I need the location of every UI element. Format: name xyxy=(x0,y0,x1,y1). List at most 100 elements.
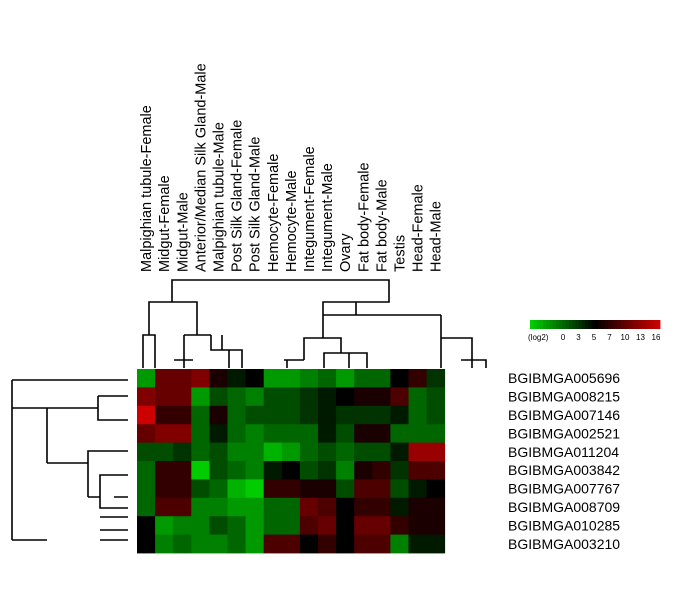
heatmap-cell xyxy=(155,387,174,407)
heatmap-cell xyxy=(173,369,192,388)
heatmap-cell xyxy=(155,442,174,462)
heatmap-cell xyxy=(173,424,192,443)
heatmap-cell xyxy=(227,424,246,443)
row-labels: BGIBMGA005696BGIBMGA008215BGIBMGA007146B… xyxy=(508,370,620,552)
heatmap-cell xyxy=(245,516,265,535)
heatmap-cell xyxy=(191,479,210,499)
column-label: Midgut-Male xyxy=(175,192,191,272)
heatmap-cell xyxy=(299,369,319,388)
heatmap-cell xyxy=(408,369,427,388)
heatmap-cell xyxy=(155,369,174,388)
heatmap-cell xyxy=(263,405,283,425)
heatmap-cell xyxy=(137,479,156,499)
column-label: Head-Female xyxy=(411,184,427,272)
color-scale-tick-label: 0 xyxy=(561,333,566,342)
column-label: Fat body-Female xyxy=(356,162,372,272)
heatmap-cell xyxy=(137,369,156,388)
color-scale-swatch xyxy=(569,320,573,329)
heatmap-cell xyxy=(281,534,301,554)
heatmap-cell xyxy=(245,534,265,554)
heatmap-cell xyxy=(390,387,409,407)
column-label: Ovary xyxy=(338,233,354,272)
heatmap-cell xyxy=(173,405,192,425)
heatmap-cell xyxy=(426,442,446,462)
heatmap-cell xyxy=(191,497,210,517)
heatmap-cell xyxy=(354,461,373,480)
heatmap-cell xyxy=(354,534,373,554)
column-label: Testis xyxy=(393,235,409,272)
heatmap-cell xyxy=(227,442,246,462)
color-scale-swatch xyxy=(539,320,544,329)
heatmap-cell xyxy=(318,479,337,499)
heatmap-cell xyxy=(209,424,228,443)
heatmap-cell xyxy=(173,516,192,535)
heatmap-cell xyxy=(245,497,265,517)
heatmap-cell xyxy=(299,497,319,517)
heatmap-cell xyxy=(372,387,391,407)
heatmap-cell xyxy=(155,424,174,443)
column-dendrogram xyxy=(142,279,487,368)
color-scale-swatch xyxy=(634,320,638,329)
heatmap-cell xyxy=(390,479,409,499)
color-scale-swatch xyxy=(621,320,625,329)
heatmap-cell xyxy=(245,405,265,425)
color-scale-swatch xyxy=(637,320,641,329)
color-scale-swatch xyxy=(582,320,586,329)
heatmap-cell xyxy=(372,479,391,499)
column-label: Malpighian tubule-Female xyxy=(139,105,155,272)
heatmap-cell xyxy=(408,497,427,517)
heatmap-cell xyxy=(390,461,409,480)
column-label: Fat body-Male xyxy=(374,179,390,272)
heatmap-cell xyxy=(209,405,228,425)
heatmap-cell xyxy=(299,387,319,407)
heatmap-cell xyxy=(408,442,427,462)
heatmap-cell xyxy=(336,461,355,480)
heatmap-cell xyxy=(426,534,446,554)
heatmap-cell xyxy=(281,479,301,499)
heatmap-cell xyxy=(137,424,156,443)
color-scale-swatch xyxy=(559,320,563,329)
heatmap-cell xyxy=(173,461,192,480)
heatmap-cell xyxy=(191,369,210,388)
heatmap-cell xyxy=(281,461,301,480)
heatmap-cell xyxy=(408,424,427,443)
heatmap-cell xyxy=(173,479,192,499)
heatmap-cell xyxy=(426,369,446,388)
heatmap-cell xyxy=(372,534,391,554)
heatmap-cell xyxy=(372,405,391,425)
row-label: BGIBMGA008709 xyxy=(508,499,620,515)
color-scale-swatch xyxy=(530,320,534,329)
color-scale-label: (log2) xyxy=(528,333,549,342)
color-scale-swatch xyxy=(595,320,599,329)
heatmap-cell xyxy=(318,369,337,388)
heatmap-cell xyxy=(318,497,337,517)
heatmap-cell xyxy=(354,516,373,535)
color-scale-swatch xyxy=(549,320,554,329)
heatmap-cell xyxy=(372,516,391,535)
heatmap-cell xyxy=(318,387,337,407)
heatmap-cell xyxy=(336,534,355,554)
heatmap-cell xyxy=(209,387,228,407)
column-label: Malpighian tubule-Male xyxy=(211,122,227,272)
color-scale-swatch xyxy=(611,320,615,329)
heatmap-cell xyxy=(263,387,283,407)
heatmap-cell xyxy=(336,479,355,499)
color-scale-swatch xyxy=(656,320,661,329)
heatmap-cell xyxy=(408,405,427,425)
heatmap-cell xyxy=(245,387,265,407)
column-label: Integument-Female xyxy=(302,146,318,272)
heatmap-cell xyxy=(426,387,446,407)
color-scale-swatch xyxy=(608,320,612,329)
heatmap-cell xyxy=(209,442,228,462)
heatmap-cell xyxy=(318,461,337,480)
heatmap-cell xyxy=(299,442,319,462)
color-scale-swatch xyxy=(562,320,567,329)
color-scale-swatch xyxy=(598,320,602,329)
color-scale-swatch xyxy=(552,320,557,329)
heatmap-cell xyxy=(245,369,265,388)
color-scale-swatch xyxy=(533,320,537,329)
heatmap-cell xyxy=(209,369,228,388)
heatmap-cell xyxy=(191,405,210,425)
